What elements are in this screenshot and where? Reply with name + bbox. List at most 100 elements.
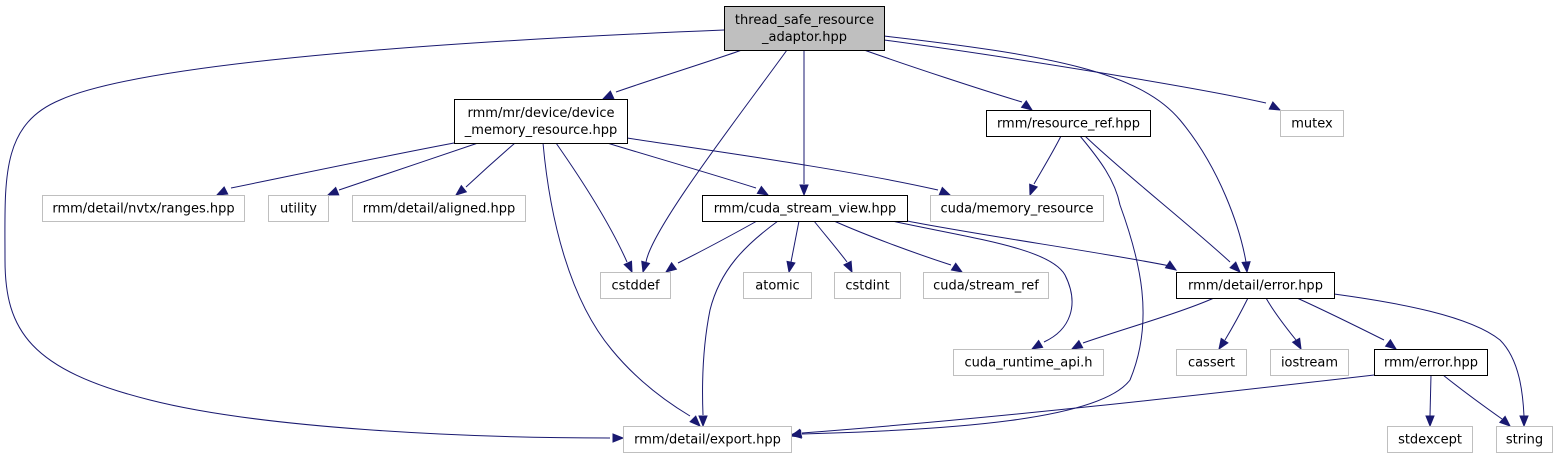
edge-detail_error-to-iostream xyxy=(1265,297,1302,351)
edge-device_memory_resource-to-nvtx_ranges xyxy=(215,142,455,196)
edge-line xyxy=(883,35,1247,263)
node-label: rmm/mr/device/device xyxy=(468,106,615,121)
edge-line xyxy=(465,142,516,188)
arrowhead xyxy=(215,186,229,196)
arrowhead xyxy=(1229,261,1241,273)
node-label: rmm/detail/aligned.hpp xyxy=(363,202,516,217)
node-box xyxy=(986,110,1151,137)
node-label: rmm/detail/nvtx/ranges.hpp xyxy=(52,202,234,217)
node-device-memory-resource[interactable]: rmm/mr/device/device _memory_resource.hpp xyxy=(454,99,628,144)
edge-line xyxy=(677,220,758,264)
arrowhead xyxy=(1020,99,1034,111)
node-box xyxy=(268,195,329,222)
edge-rmm_error-to-stdexcept xyxy=(1425,374,1435,428)
edge-line xyxy=(626,137,939,191)
node-label: cuda/stream_ref xyxy=(933,279,1039,294)
edge-line xyxy=(833,220,952,266)
edge-line xyxy=(1265,297,1297,341)
node-root[interactable]: thread_safe_resource_adaptor.hpp xyxy=(724,6,885,51)
edge-line xyxy=(1033,135,1062,185)
arrowhead xyxy=(1519,415,1529,428)
arrowhead xyxy=(326,186,340,196)
edge-cuda_stream_view-to-detail_error xyxy=(906,220,1178,271)
edge-line xyxy=(883,39,1267,104)
node-box xyxy=(930,195,1104,222)
node-box xyxy=(1176,272,1335,299)
node-cuda-stream-view[interactable]: rmm/cuda_stream_view.hpp xyxy=(702,195,908,222)
arrowhead xyxy=(1384,338,1398,350)
node-label: string xyxy=(1506,433,1543,448)
node-stdexcept: stdexcept xyxy=(1387,426,1473,453)
node-label: _memory_resource.hpp xyxy=(464,123,617,138)
edge-detail_error-to-cuda_runtime_api xyxy=(1070,297,1215,350)
edge-resource_ref-to-detail_error xyxy=(1084,135,1241,273)
arrowhead xyxy=(664,261,678,273)
edge-line xyxy=(790,220,800,263)
edge-resource_ref-to-cuda_memory_resource xyxy=(1029,135,1062,197)
node-box xyxy=(600,272,671,299)
edge-line xyxy=(906,220,1171,267)
node-box xyxy=(1496,426,1553,453)
edge-line xyxy=(1296,297,1385,341)
arrowhead xyxy=(756,185,770,196)
node-label: thread_safe_resource xyxy=(735,13,874,28)
arrowhead xyxy=(1164,260,1178,271)
edge-line xyxy=(555,142,628,263)
edge-line xyxy=(1442,374,1503,420)
node-label: cstdint xyxy=(845,279,889,294)
node-label: stdexcept xyxy=(1398,433,1462,448)
edge-root-to-cstddef xyxy=(641,49,788,274)
edge-device_memory_resource-to-cuda_stream_view xyxy=(606,142,770,196)
arrowhead xyxy=(601,90,615,100)
node-mutex: mutex xyxy=(1280,110,1344,137)
arrowhead xyxy=(1241,261,1251,274)
node-box xyxy=(923,272,1049,299)
edges-layer xyxy=(4,29,1529,443)
arrowhead xyxy=(1029,183,1039,197)
node-label: rmm/detail/error.hpp xyxy=(1188,279,1323,294)
node-cuda-runtime-api: cuda_runtime_api.h xyxy=(953,349,1104,376)
edge-cuda_stream_view-to-atomic xyxy=(786,220,800,274)
edge-cuda_stream_view-to-cstdint xyxy=(813,220,853,274)
node-atomic: atomic xyxy=(743,272,812,299)
node-rmm-error[interactable]: rmm/error.hpp xyxy=(1374,349,1488,376)
arrowhead xyxy=(698,415,708,428)
edge-line xyxy=(813,220,848,263)
node-box xyxy=(724,6,885,51)
edge-line xyxy=(542,142,691,417)
node-box xyxy=(352,195,526,222)
node-label: cstddef xyxy=(611,279,660,294)
arrowhead xyxy=(641,260,651,274)
node-utility: utility xyxy=(268,195,329,222)
node-string: string xyxy=(1496,426,1553,453)
edge-device_memory_resource-to-cuda_memory_resource xyxy=(626,137,952,196)
edge-cuda_stream_view-to-cuda_runtime_api xyxy=(891,220,1073,350)
edge-line xyxy=(338,142,479,191)
edge-root-to-device_memory_resource xyxy=(601,49,743,100)
node-detail-error[interactable]: rmm/detail/error.hpp xyxy=(1176,272,1335,299)
node-resource-ref[interactable]: rmm/resource_ref.hpp xyxy=(986,110,1151,137)
node-export: rmm/detail/export.hpp xyxy=(623,426,792,453)
edge-device_memory_resource-to-aligned xyxy=(454,142,516,196)
arrowhead xyxy=(612,433,625,443)
node-label: atomic xyxy=(755,279,799,294)
node-box xyxy=(743,272,812,299)
node-cstddef: cstddef xyxy=(600,272,671,299)
arrowhead xyxy=(1218,337,1229,351)
node-cassert: cassert xyxy=(1176,349,1247,376)
edge-line xyxy=(1333,293,1525,417)
edge-cuda_stream_view-to-export xyxy=(698,220,779,428)
edge-line xyxy=(606,142,757,189)
edge-line xyxy=(801,374,1375,434)
edge-line xyxy=(230,142,455,189)
arrowhead xyxy=(623,260,633,274)
edge-line xyxy=(1082,297,1215,344)
arrowhead xyxy=(843,260,853,274)
edge-line xyxy=(1084,135,1231,263)
edge-rmm_error-to-export xyxy=(789,374,1375,438)
node-cuda-memory-resource: cuda/memory_resource xyxy=(930,195,1104,222)
node-box xyxy=(1176,349,1247,376)
node-box xyxy=(1280,110,1344,137)
arrowhead xyxy=(1291,337,1302,351)
